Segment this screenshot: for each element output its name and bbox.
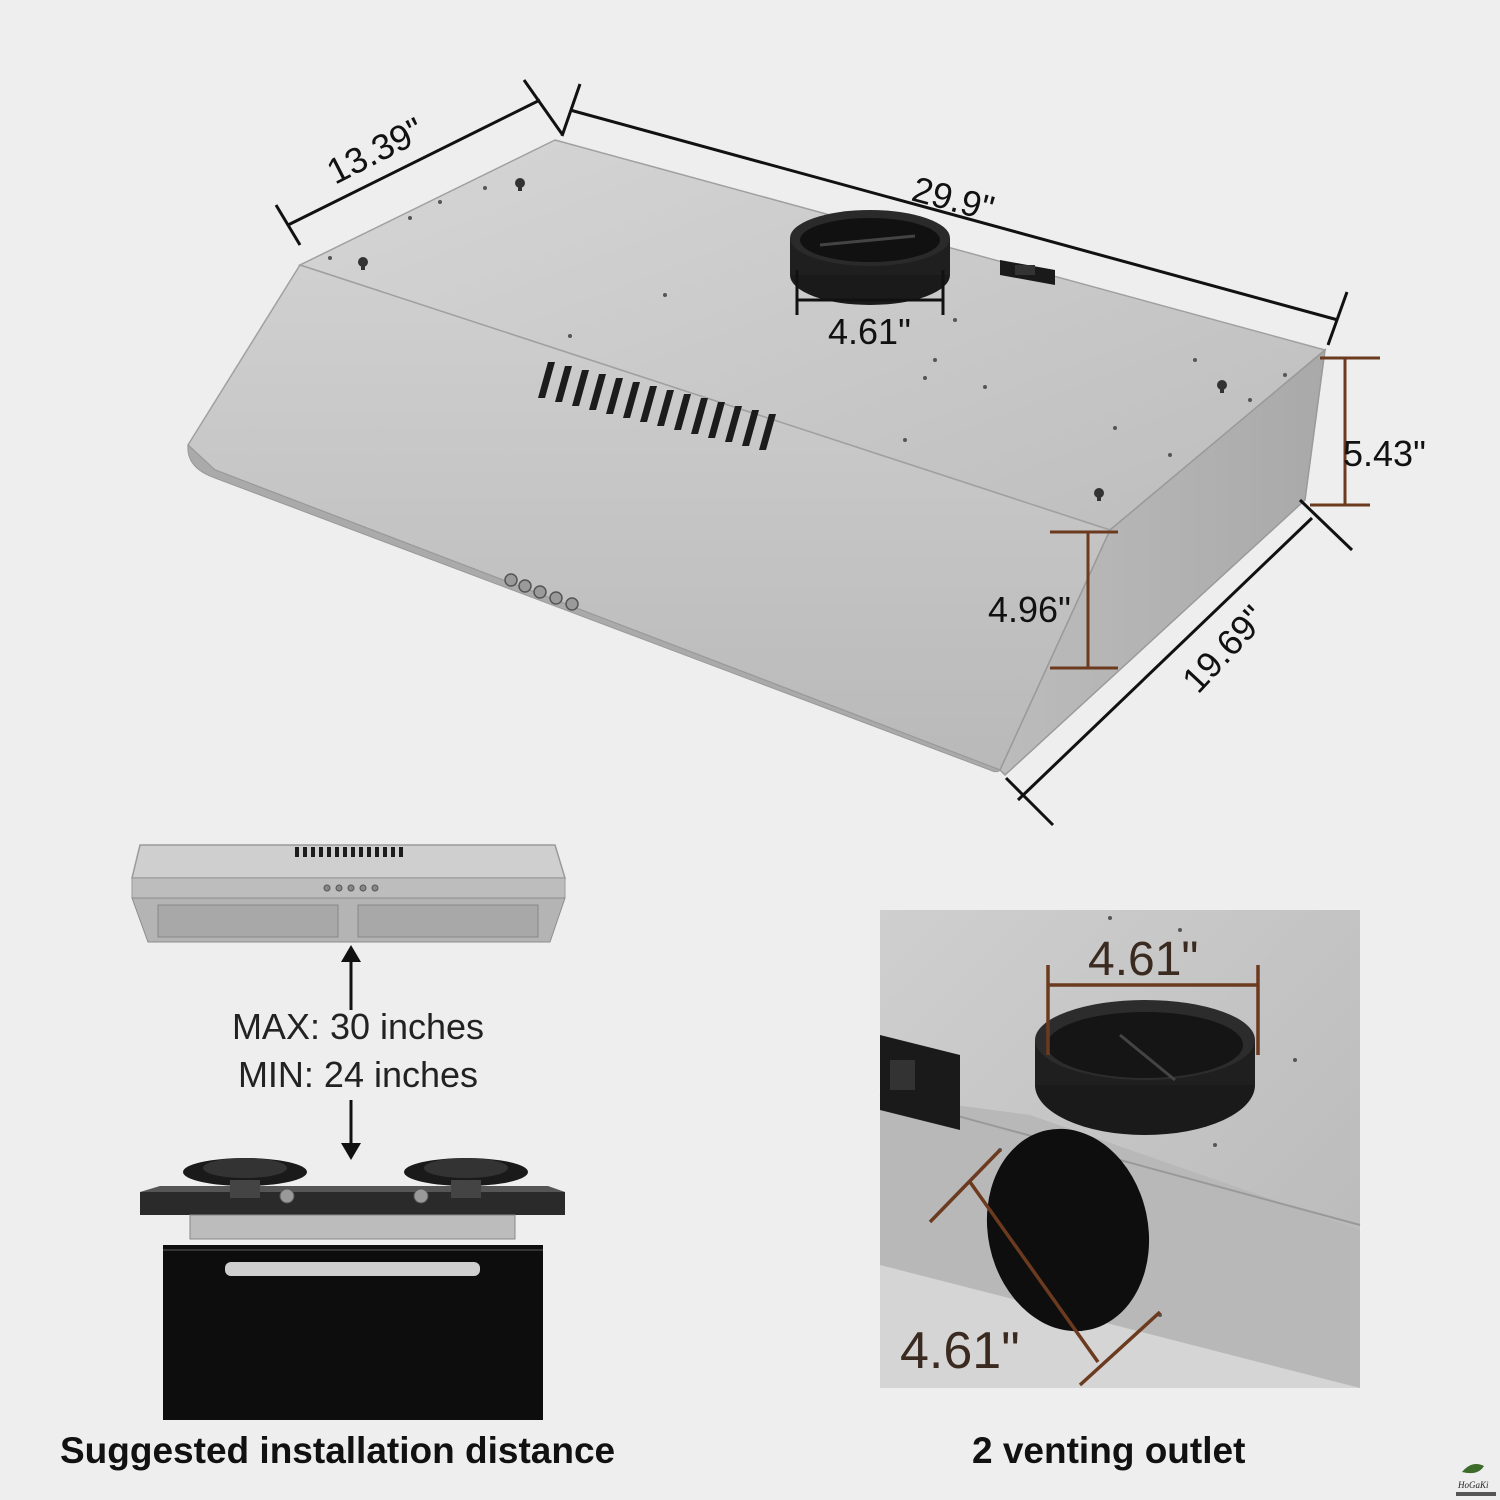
dimension-lines-detail [928, 965, 1260, 1387]
depth-side-label: 19.69" [1174, 597, 1274, 700]
rear-outlet-disc [986, 1128, 1150, 1332]
min-distance-text: MIN: 24 inches [237, 1054, 479, 1095]
top-outlet-collar-detail [1035, 1000, 1255, 1135]
height-front-label: 4.96" [988, 589, 1071, 630]
electrical-box [1000, 260, 1055, 285]
screw-dots [328, 186, 1287, 457]
depth-top-label: 13.39" [320, 109, 430, 192]
hogaki-logo: HoGaKi [1456, 1464, 1496, 1496]
venting-caption: 2 venting outlet [972, 1430, 1246, 1471]
vent-slots [538, 362, 776, 450]
control-buttons [504, 573, 579, 611]
venting-detail-view [879, 910, 1361, 1388]
range-hood-main [187, 139, 1327, 777]
max-distance-text: MAX: 30 inches [231, 1006, 485, 1047]
dimension-lines-main [274, 79, 1354, 827]
gas-stove-icon [140, 1158, 565, 1420]
svg-text:HoGaKi: HoGaKi [1457, 1480, 1489, 1490]
top-duct-collar [790, 210, 950, 305]
outlet-diameter-label: 4.61" [828, 311, 911, 352]
arrow-down-icon [341, 1100, 361, 1160]
arrow-up-icon [341, 945, 361, 1010]
electrical-box-detail [880, 1035, 960, 1130]
range-hood-icon [131, 844, 567, 943]
dimension-lines-brown [1050, 356, 1380, 670]
rear-outlet-diameter-label: 4.61" [900, 1322, 1020, 1380]
top-outlet-diameter-label: 4.61" [1088, 933, 1198, 986]
mounting-keyholes [358, 178, 1227, 501]
installation-caption: Suggested installation distance [60, 1430, 616, 1471]
height-back-label: 5.43" [1343, 433, 1426, 474]
